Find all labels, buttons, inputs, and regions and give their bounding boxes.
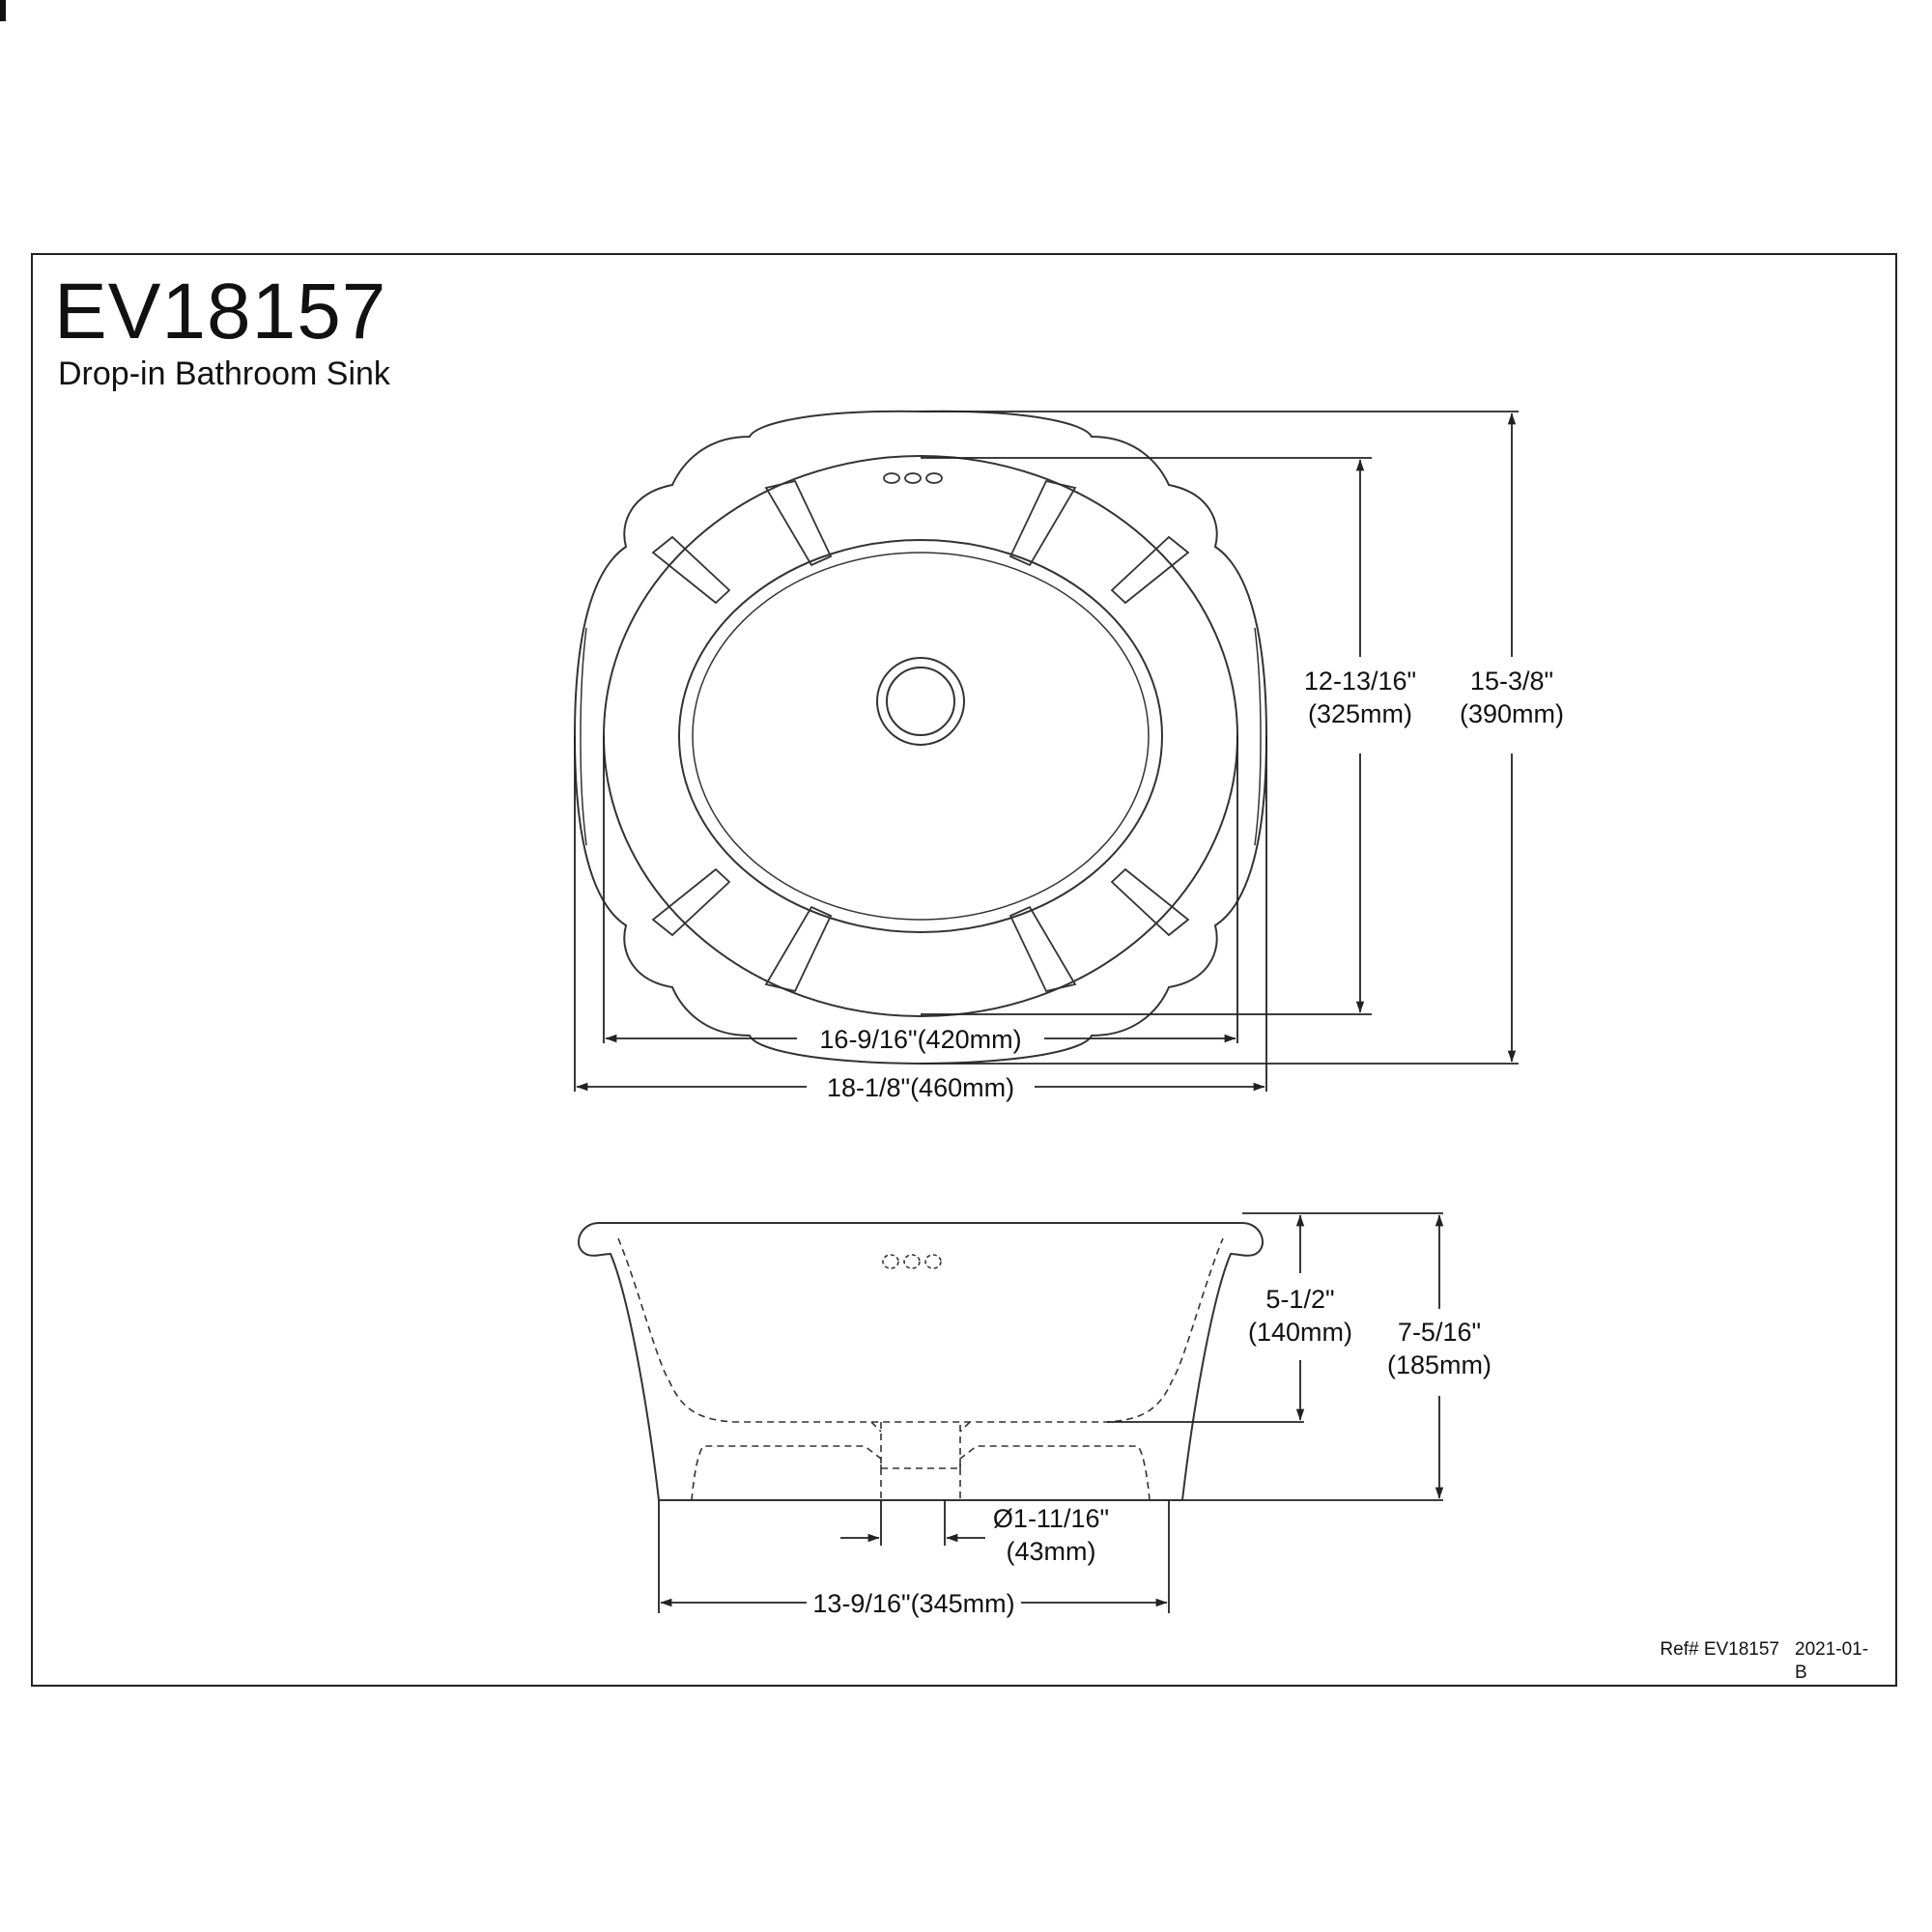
drain-diameter-label-mm: (43mm) <box>1007 1537 1096 1566</box>
bowl-outline <box>678 539 1163 933</box>
model-title: EV18157 <box>54 268 387 355</box>
overall-height-label-mm: (185mm) <box>1387 1350 1492 1379</box>
reference-code: Ref# EV18157 <box>1660 1639 1779 1660</box>
inner-width-label-mm: (325mm) <box>1308 699 1412 728</box>
bowl-inner-edge <box>692 552 1150 921</box>
side-view-dimensions <box>658 1212 1444 1613</box>
drain-outer <box>876 657 965 746</box>
side-faucet-holes <box>882 1254 942 1269</box>
overall-width-label-in: 15-3/8" <box>1470 667 1553 696</box>
inner-width-label-in: 12-13/16" <box>1304 667 1416 696</box>
overall-width-label-mm: (390mm) <box>1460 699 1564 728</box>
top-view <box>573 410 1268 1065</box>
product-subtitle: Drop-in Bathroom Sink <box>58 355 390 392</box>
base-length-label: 13-9/16"(345mm) <box>812 1589 1014 1618</box>
drain-diameter-label-in: Ø1-11/16" <box>993 1504 1109 1533</box>
basin-depth-label-mm: (140mm) <box>1248 1318 1352 1347</box>
revision-code: 2021-01-B <box>1795 1639 1869 1683</box>
side-hidden-lines <box>617 1237 1224 1501</box>
top-view-dimensions <box>574 411 1519 1092</box>
side-view <box>578 1222 1264 1501</box>
drain-inner <box>886 667 955 736</box>
inner-length-label: 16-9/16"(420mm) <box>819 1025 1021 1054</box>
reference-separator <box>0 0 6 21</box>
overall-length-label: 18-1/8"(460mm) <box>827 1073 1014 1102</box>
drawing-border <box>31 253 1897 1687</box>
side-outer-profile <box>578 1222 1264 1501</box>
basin-depth-label-in: 5-1/2" <box>1265 1285 1334 1314</box>
outer-rim-edge <box>580 627 1262 846</box>
faucet-holes <box>883 472 943 484</box>
decorative-ribs <box>651 479 1190 993</box>
overall-height-label-in: 7-5/16" <box>1398 1318 1481 1347</box>
